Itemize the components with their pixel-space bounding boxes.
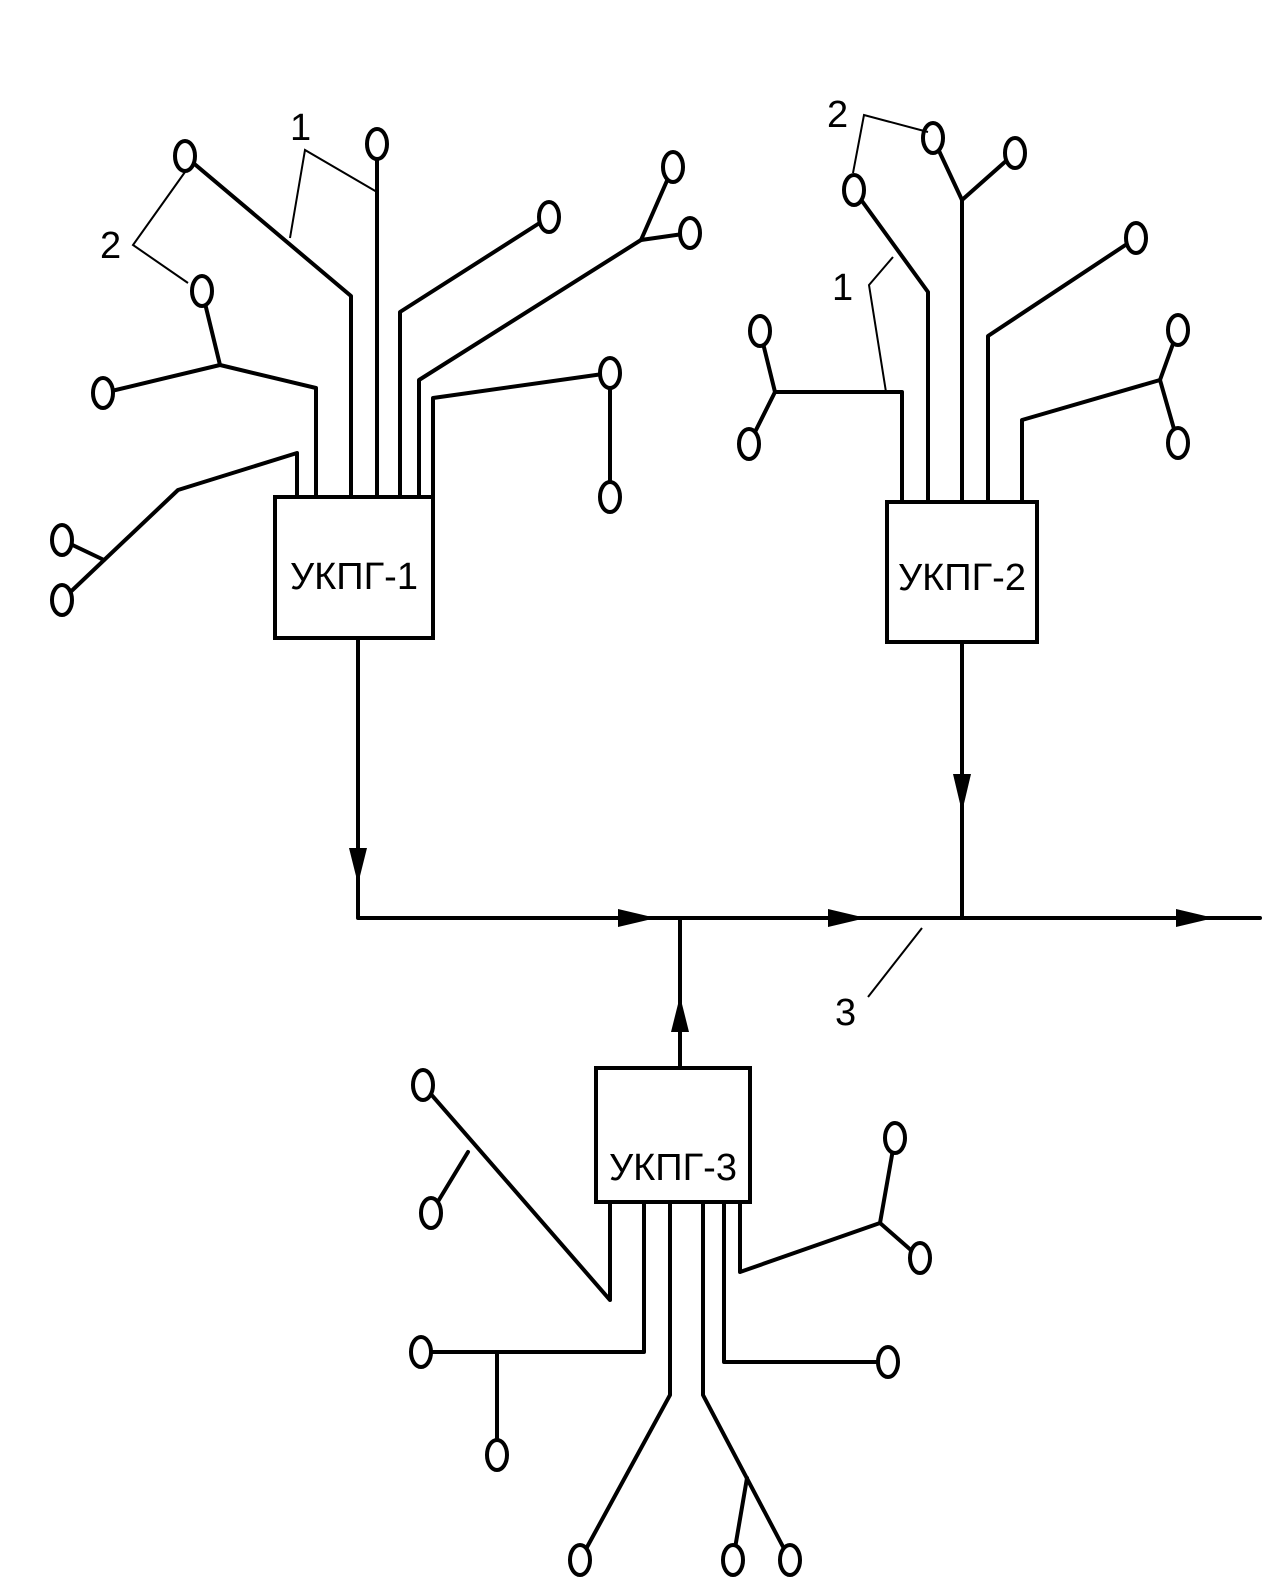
well-marker <box>568 1543 592 1577</box>
well-marker <box>365 127 389 161</box>
callout-2-right: 2 <box>827 94 848 136</box>
ukpg1-wells <box>50 127 702 617</box>
ukpg2-flowlines <box>747 136 1180 504</box>
well-marker <box>537 200 561 234</box>
main-pipeline <box>356 638 1262 1070</box>
arrow-up-icon <box>671 996 689 1032</box>
ukpg2-wells <box>737 121 1190 461</box>
ukpg2-box: УКПГ-2 <box>885 500 1039 644</box>
ukpg3-label: УКПГ-3 <box>609 1147 737 1189</box>
well-marker <box>748 314 772 348</box>
ukpg3-wells <box>409 1068 932 1577</box>
well-marker <box>419 1196 443 1230</box>
well-marker <box>876 1345 900 1379</box>
well-marker <box>778 1543 802 1577</box>
well-marker <box>598 356 622 390</box>
flow-arrows <box>349 774 1214 1032</box>
arrow-right-icon <box>1176 909 1214 927</box>
well-marker <box>908 1241 932 1275</box>
arrow-down-icon <box>349 848 367 884</box>
well-marker <box>190 274 214 308</box>
ukpg2-label: УКПГ-2 <box>898 557 1026 599</box>
ukpg2-callouts <box>852 113 929 393</box>
well-marker <box>737 427 761 461</box>
well-marker <box>50 583 74 617</box>
well-marker <box>661 150 685 184</box>
well-marker <box>598 480 622 514</box>
arrow-right-icon <box>618 909 656 927</box>
well-marker <box>1166 426 1190 460</box>
well-marker <box>91 376 115 410</box>
ukpg3-flowlines <box>419 1083 922 1562</box>
well-marker <box>678 216 702 250</box>
callout-1-right: 1 <box>832 267 853 309</box>
well-marker <box>1124 221 1148 255</box>
ukpg1-flowlines <box>60 142 692 602</box>
well-marker <box>411 1068 435 1102</box>
arrow-right-icon <box>828 909 866 927</box>
callout-2-left: 2 <box>100 225 121 267</box>
well-marker <box>883 1121 907 1155</box>
well-marker <box>921 121 945 155</box>
well-marker <box>1166 313 1190 347</box>
arrow-down-icon <box>953 774 971 812</box>
well-marker <box>173 139 197 173</box>
callout-1-left: 1 <box>290 107 311 149</box>
well-marker <box>485 1438 509 1472</box>
callout-3: 3 <box>835 992 856 1034</box>
well-marker <box>409 1335 433 1369</box>
ukpg1-box: УКПГ-1 <box>273 495 435 640</box>
well-marker <box>721 1543 745 1577</box>
ukpg3-box: УКПГ-3 <box>594 1066 752 1204</box>
ukpg1-label: УКПГ-1 <box>290 556 418 598</box>
well-marker <box>1003 136 1027 170</box>
well-marker <box>842 173 866 207</box>
pipeline-callout <box>867 927 923 998</box>
ukpg1-callouts <box>131 148 378 284</box>
well-marker <box>50 523 74 557</box>
